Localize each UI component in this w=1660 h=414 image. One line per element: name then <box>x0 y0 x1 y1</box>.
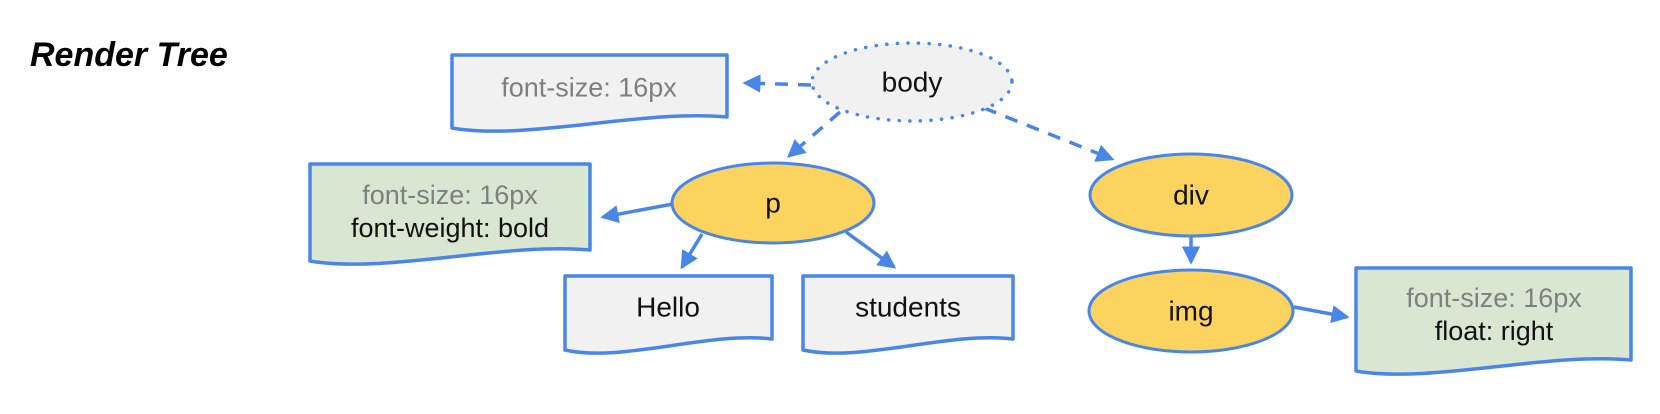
edge-p-to-students <box>844 230 897 269</box>
students-text-node-label: students <box>855 291 961 323</box>
img-node-shape <box>1087 268 1295 354</box>
img-style-note-line2: float: right <box>1434 316 1554 346</box>
hello-text-node-label: Hello <box>636 291 700 323</box>
edge-body-to-p-dashed <box>786 110 842 158</box>
edge-p-to-hello <box>680 233 704 270</box>
div-node-shape <box>1088 152 1294 238</box>
students-text-node-shape <box>801 274 1015 355</box>
edge-body-to-body-style-dashed <box>742 74 812 93</box>
edge-body-to-div-dashed <box>983 106 1115 162</box>
p-style-note-line1: font-size: 16px <box>362 180 538 210</box>
body-node-shape <box>810 41 1014 123</box>
p-node-label: p <box>765 187 781 219</box>
img-style-note-line1: font-size: 16px <box>1406 283 1582 313</box>
p-style-note-shape <box>308 162 592 266</box>
diagram-title: Render Tree <box>30 36 228 74</box>
body-style-note-shape <box>450 53 729 133</box>
edge-img-to-img-style <box>1293 305 1350 324</box>
img-style-note-shape <box>1354 266 1633 376</box>
p-style-note-text: font-size: 16px font-weight: bold <box>351 179 549 245</box>
p-style-note-line2: font-weight: bold <box>350 213 550 243</box>
hello-text-node-shape <box>563 274 774 355</box>
div-node-label: div <box>1173 179 1209 211</box>
body-style-note-text: font-size: 16px <box>501 72 677 103</box>
body-node-label: body <box>881 66 943 98</box>
img-node-label: img <box>1168 295 1214 327</box>
p-node-shape <box>670 161 876 245</box>
img-style-note-text: font-size: 16px float: right <box>1406 282 1582 348</box>
edge-p-to-p-style <box>600 202 674 224</box>
